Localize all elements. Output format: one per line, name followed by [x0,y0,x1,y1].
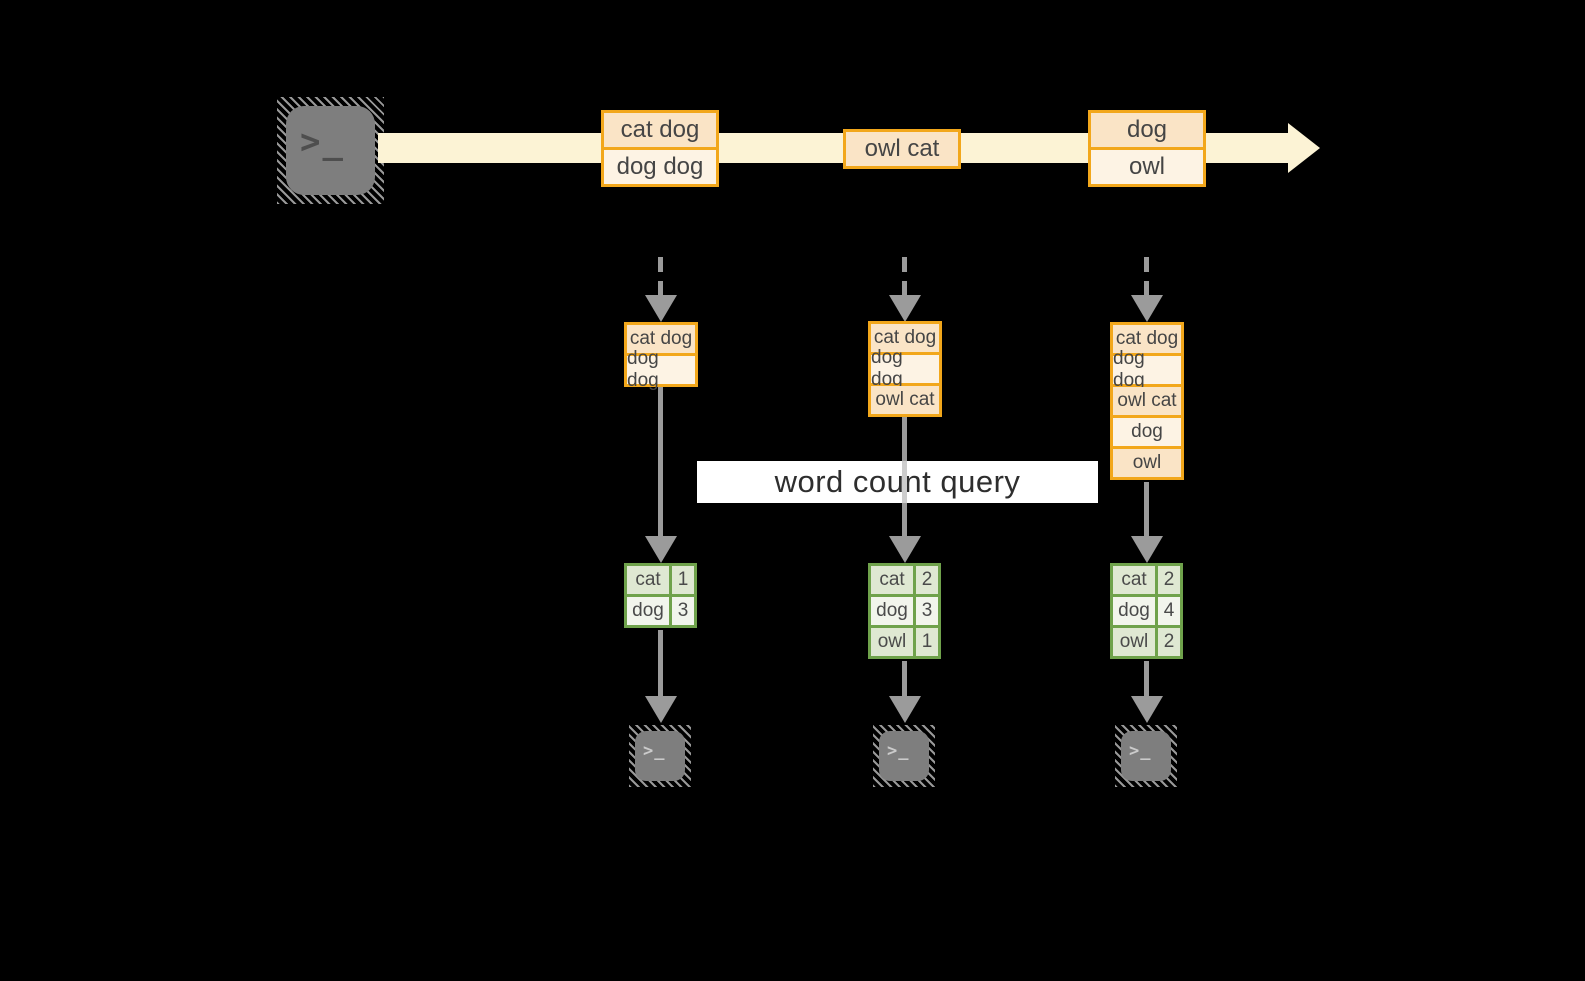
input-line: dog dog [1113,348,1181,391]
source-terminal-icon: >_ [277,97,384,204]
count-table-3: cat 2 dog 4 owl 2 [1110,563,1183,659]
word-cell: dog [1113,597,1155,625]
stream-event-box-3: dog owl [1088,110,1206,187]
terminal-prompt-glyph: >_ [643,741,666,761]
dashed-arrowhead-2 [889,295,921,322]
word-cell: cat [1113,566,1155,594]
event-line: owl cat [846,132,958,166]
input-stack-1: cat dog dog dog [624,322,698,391]
count-cell: 3 [916,597,938,625]
source-terminal-screen: >_ [286,106,375,195]
event-line: dog dog [604,150,716,184]
input-line: cat dog [871,324,939,352]
stream-event-box-1: cat dog dog dog [601,110,719,187]
input-line: owl cat [871,386,939,414]
sink-arrowhead-3 [1131,696,1163,723]
event-line: owl [1091,150,1203,184]
dashed-arrowhead-3 [1131,295,1163,322]
input-stack-3: cat dog dog dog owl cat dog owl [1110,322,1184,480]
query-arrow-line-3 [1144,482,1149,537]
dashed-arrow-line-2 [902,257,907,295]
count-cell: 1 [672,566,694,594]
input-line: dog dog [871,347,939,390]
query-banner: word count query [697,461,1098,503]
sink-terminal-icon-2: >_ [873,725,935,787]
dashed-arrow-line-1 [658,257,663,295]
query-arrow-line-1 [658,387,663,537]
stream-event-box-2: owl cat [843,129,961,169]
count-cell: 2 [1158,628,1180,656]
input-line: dog [1113,418,1181,446]
input-line: dog dog [627,348,695,391]
count-cell: 2 [916,566,938,594]
terminal-prompt-glyph: >_ [1129,741,1152,761]
query-arrowhead-1 [645,536,677,563]
word-cell: cat [627,566,669,594]
sink-arrow-line-2 [902,661,907,696]
count-cell: 1 [916,628,938,656]
sink-arrow-line-1 [658,630,663,696]
terminal-prompt-glyph: >_ [887,741,910,761]
query-arrowhead-2 [889,536,921,563]
sink-terminal-screen: >_ [635,731,685,781]
input-line: owl [1113,449,1181,477]
event-line: cat dog [604,113,716,147]
sink-arrowhead-2 [889,696,921,723]
sink-arrowhead-1 [645,696,677,723]
query-banner-label: word count query [774,464,1021,499]
input-line: owl cat [1113,387,1181,415]
input-stack-2: cat dog dog dog owl cat [868,321,942,417]
sink-terminal-screen: >_ [1121,731,1171,781]
query-arrowhead-3 [1131,536,1163,563]
count-table-1: cat 1 dog 3 [624,563,697,628]
count-table-2: cat 2 dog 3 owl 1 [868,563,941,659]
word-cell: dog [627,597,669,625]
sink-terminal-screen: >_ [879,731,929,781]
word-cell: owl [1113,628,1155,656]
count-cell: 3 [672,597,694,625]
input-line: cat dog [627,325,695,353]
count-cell: 2 [1158,566,1180,594]
dashed-arrow-line-3 [1144,257,1149,295]
terminal-prompt-glyph: >_ [300,122,345,162]
word-cell: cat [871,566,913,594]
dashed-arrowhead-1 [645,295,677,322]
input-line: cat dog [1113,325,1181,353]
sink-terminal-icon-3: >_ [1115,725,1177,787]
arrow-through-banner [902,461,907,503]
count-cell: 4 [1158,597,1180,625]
stream-arrowhead [1288,123,1320,173]
sink-arrow-line-3 [1144,661,1149,696]
word-cell: dog [871,597,913,625]
sink-terminal-icon-1: >_ [629,725,691,787]
word-cell: owl [871,628,913,656]
event-line: dog [1091,113,1203,147]
